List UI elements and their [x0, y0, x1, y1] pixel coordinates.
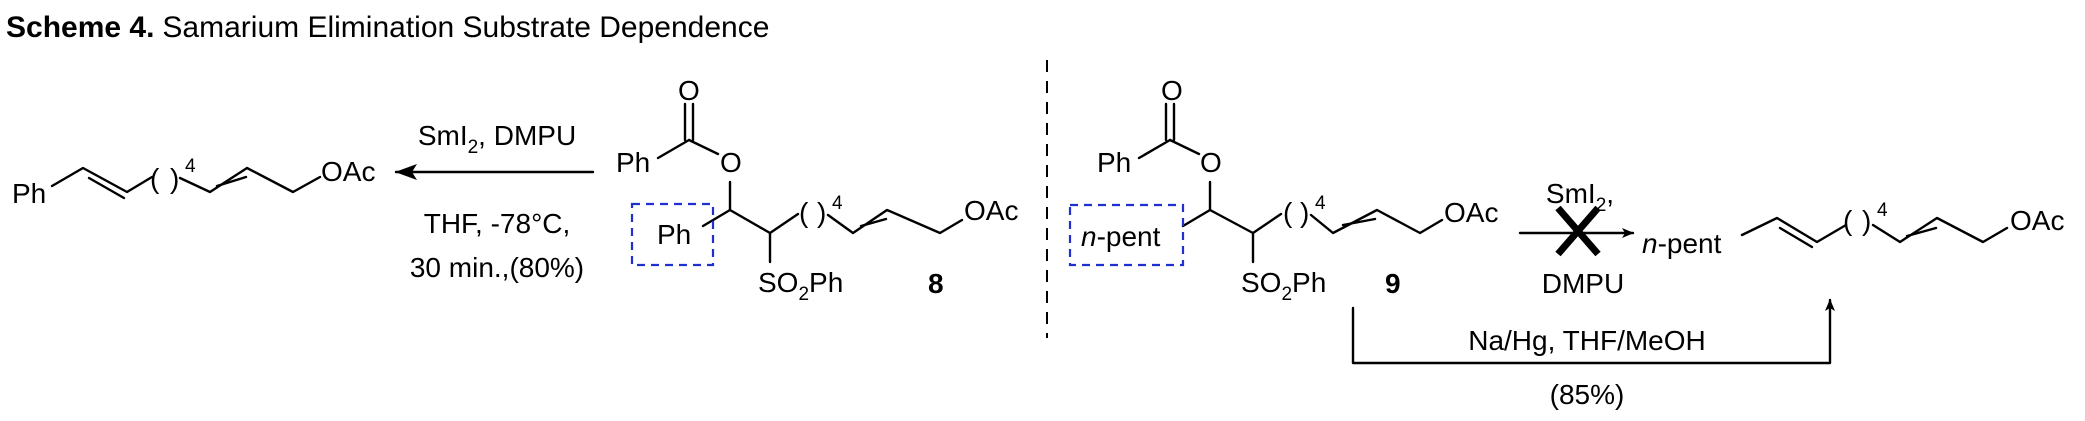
product-ph-label: Ph	[12, 178, 46, 209]
compound-9: O Ph O n-pent SO2Ph ( ) 4 OAc 9	[1068, 75, 1498, 305]
oac-label: OAc	[1444, 197, 1498, 228]
failed-reagent-bottom: DMPU	[1542, 268, 1624, 299]
sulfone-label: SO2Ph	[1241, 267, 1326, 305]
product-double-bond-1	[1778, 226, 1814, 249]
product-double-bond-2	[1905, 226, 1938, 238]
product-double-bond-2	[215, 175, 248, 188]
conditions-line-2: 30 min.,(80%)	[410, 252, 584, 283]
product-chain-b	[1871, 216, 2009, 244]
left-product: Ph ( ) 4 OAc	[12, 156, 375, 209]
sulfone-label: SO2Ph	[758, 267, 843, 305]
bond-acyl-o	[1168, 138, 1201, 156]
backbone-b	[826, 208, 964, 235]
paren-open: (	[150, 163, 160, 194]
failed-reaction: SmI2, DMPU	[1518, 178, 1635, 299]
scheme-number: Scheme 4.	[6, 11, 154, 44]
repeat-count: 4	[1315, 193, 1326, 214]
repeat-count: 4	[1877, 200, 1888, 221]
product-oac-label: OAc	[321, 156, 375, 187]
alternate-yield: (85%)	[1550, 379, 1625, 410]
failed-reagent-top: SmI2,	[1546, 178, 1614, 216]
highlighted-ph-label: Ph	[657, 219, 691, 250]
ester-oxygen: O	[1200, 147, 1222, 178]
paren-open: (	[1283, 197, 1293, 228]
cross-mark-icon	[1555, 205, 1601, 257]
backbone-a	[1208, 208, 1283, 235]
repeat-count: 4	[185, 156, 196, 177]
alternate-reaction-arrow	[1351, 298, 1835, 365]
alternate-reaction: Na/Hg, THF/MeOH (85%)	[1351, 298, 1835, 410]
scheme-title: Scheme 4.Samarium Elimination Substrate …	[6, 11, 769, 44]
alternate-conditions: Na/Hg, THF/MeOH	[1468, 325, 1706, 356]
product-double-bond-1	[87, 176, 126, 200]
compound-number-8: 8	[928, 268, 944, 299]
right-product: n-pent ( ) 4 OAc	[1642, 200, 2064, 259]
acyl-ph-label: Ph	[616, 147, 650, 178]
left-reaction-arrow: SmI2, DMPU THF, -78°C, 30 min.,(80%)	[394, 120, 595, 283]
double-bond	[859, 217, 888, 228]
bond-acyl-ph	[656, 138, 691, 160]
paren-close: )	[817, 197, 826, 228]
conditions-line-1: THF, -78°C,	[424, 208, 571, 239]
bond-acyl-ph	[1137, 138, 1172, 160]
ester-oxygen: O	[720, 147, 742, 178]
bond-acyl-o	[687, 138, 720, 156]
carbonyl-oxygen: O	[1161, 75, 1183, 106]
bond-ch-pentyl	[1181, 208, 1212, 228]
scheme-caption: Samarium Elimination Substrate Dependenc…	[162, 11, 769, 44]
bond-ch-ph	[701, 208, 732, 228]
paren-close: )	[170, 163, 179, 194]
product-pentyl-label: n-pent	[1642, 228, 1722, 259]
paren-open: (	[799, 197, 809, 228]
highlight-box	[630, 202, 715, 267]
oac-label: OAc	[964, 195, 1018, 226]
paren-open: (	[1843, 205, 1853, 236]
paren-close: )	[1300, 197, 1309, 228]
product-chain-a	[1740, 216, 1848, 244]
compound-8: O Ph O Ph SO2Ph ( ) 4 OAc 8	[616, 75, 1018, 305]
carbonyl-oxygen: O	[678, 75, 700, 106]
backbone-b	[1309, 208, 1444, 235]
compound-number-9: 9	[1385, 268, 1401, 299]
reagents-label: SmI2, DMPU	[418, 120, 576, 158]
double-bond	[1341, 217, 1377, 227]
product-chain-b	[178, 166, 322, 194]
highlighted-pentyl-label: n-pent	[1081, 221, 1161, 252]
backbone-a	[728, 208, 800, 235]
product-chain-a	[50, 166, 154, 194]
highlight-box	[1068, 203, 1185, 267]
paren-close: )	[1862, 205, 1871, 236]
repeat-count: 4	[832, 193, 843, 214]
acyl-ph-label: Ph	[1097, 147, 1131, 178]
product-oac-label: OAc	[2010, 205, 2064, 236]
